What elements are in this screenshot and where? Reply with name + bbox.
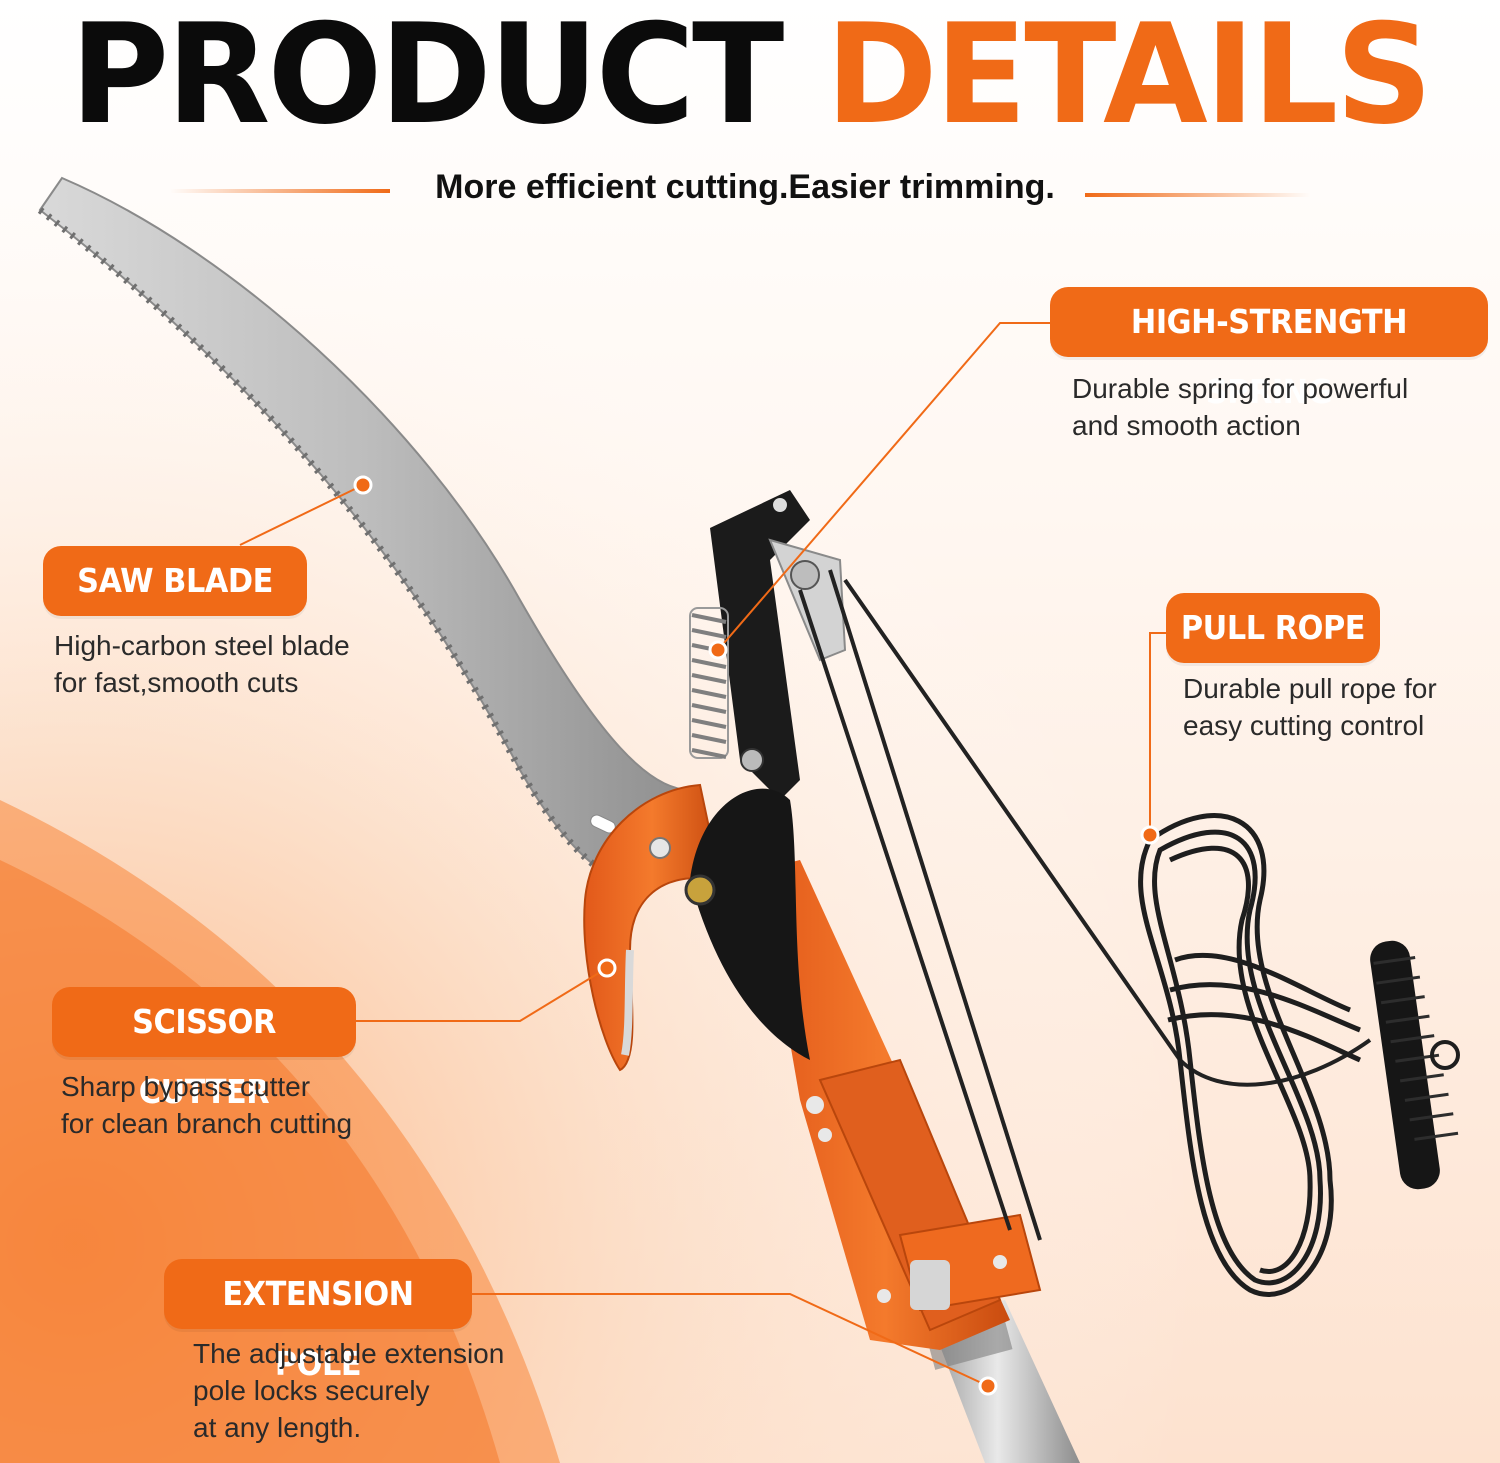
page-title: PRODUCT DETAILS	[15, 0, 1485, 150]
badge-label: SCISSOR CUTTER	[132, 1002, 276, 1111]
badge-label: EXTENSION POLE	[222, 1274, 414, 1383]
cutter-head-graphic	[583, 783, 1042, 1350]
title-word-2: DETAILS	[825, 0, 1432, 155]
extension-pole-description: The adjustable extension pole locks secu…	[193, 1335, 504, 1446]
lever-arm-graphic	[684, 490, 847, 1060]
desc-line: and smooth action	[1072, 410, 1301, 441]
rope-coil-graphic	[1138, 813, 1362, 1297]
title-word-1: PRODUCT	[70, 0, 784, 155]
rope-handle-graphic	[1370, 940, 1460, 1190]
desc-line: Sharp bypass cutter	[61, 1071, 311, 1102]
scissor-cutter-description: Sharp bypass cutter for clean branch cut…	[61, 1068, 352, 1142]
subtitle: More efficient cutting.Easier trimming.	[435, 168, 1055, 206]
desc-line: at any length.	[193, 1412, 362, 1443]
desc-line: High-carbon steel blade	[54, 630, 350, 661]
badge-label: SAW BLADE	[77, 561, 273, 600]
desc-line: The adjustable extension	[193, 1338, 505, 1369]
spring-graphic	[689, 607, 729, 759]
badge-high-strength-spring: HIGH-STRENGTH SPRING	[1050, 287, 1488, 411]
desc-line: Durable spring for powerful	[1072, 373, 1409, 404]
extension-pole-graphic	[927, 1300, 1080, 1463]
badge-label: HIGH-STRENGTH SPRING	[1130, 302, 1408, 411]
badge-label: PULL ROPE	[1180, 608, 1366, 647]
desc-line: for clean branch cutting	[61, 1108, 353, 1139]
badge-extension-pole: EXTENSION POLE	[164, 1259, 472, 1383]
saw-blade-description: High-carbon steel blade for fast,smooth …	[54, 627, 350, 701]
desc-line: Durable pull rope for	[1183, 673, 1437, 704]
desc-line: easy cutting control	[1183, 710, 1425, 741]
pull-rope-description: Durable pull rope for easy cutting contr…	[1183, 670, 1437, 744]
spring-description: Durable spring for powerful and smooth a…	[1072, 370, 1408, 444]
desc-line: for fast,smooth cuts	[54, 667, 299, 698]
badge-pull-rope: PULL ROPE	[1166, 593, 1380, 663]
badge-scissor-cutter: SCISSOR CUTTER	[52, 987, 356, 1111]
badge-saw-blade: SAW BLADE	[43, 546, 307, 616]
desc-line: pole locks securely	[193, 1375, 430, 1406]
